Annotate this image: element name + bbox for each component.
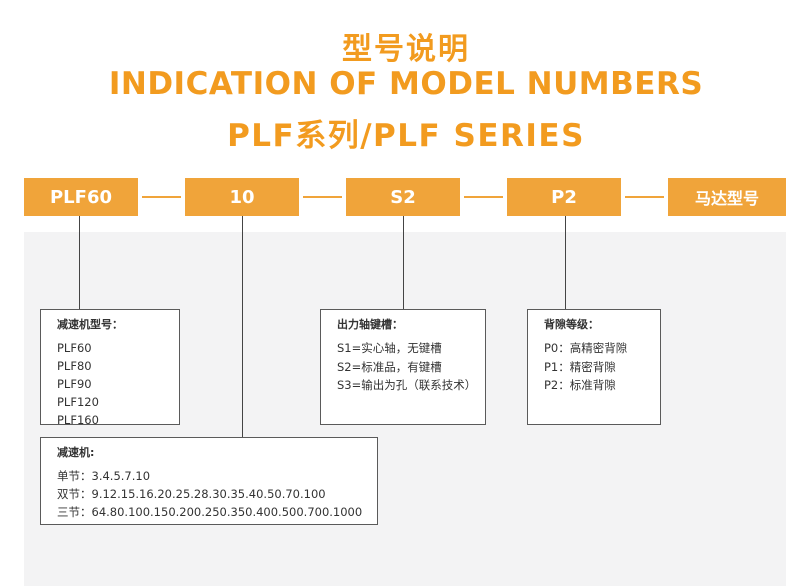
list-item: S3=输出为孔（联系技术） xyxy=(337,378,477,392)
leader-line-shaft xyxy=(403,216,404,309)
list-item: PLF120 xyxy=(57,395,99,409)
segment-motor: 马达型号 xyxy=(668,178,786,216)
list-item: P2：标准背隙 xyxy=(544,378,616,392)
segment-model: PLF60 xyxy=(24,178,138,216)
list-item: P1：精密背隙 xyxy=(544,359,616,374)
list-item: PLF80 xyxy=(57,359,92,373)
segment-ratio: 10 xyxy=(185,178,299,216)
card-reducer-model: 减速机型号： PLF60 PLF80 PLF90 PLF120 PLF160 xyxy=(40,309,180,427)
list-item: PLF160 xyxy=(57,413,99,427)
leader-line-backlash xyxy=(565,216,566,309)
list-item: S2=标准品，有键槽 xyxy=(337,359,442,374)
segment-shaft: S2 xyxy=(346,178,460,216)
list-item: 三节：64.80.100.150.200.250.350.400.500.700… xyxy=(57,505,363,519)
list-item: 双节：9.12.15.16.20.25.28.30.35.40.50.70.10… xyxy=(57,487,326,501)
card-title: 减速机: xyxy=(57,446,95,459)
title-chinese: 型号说明 xyxy=(342,32,470,67)
connector-line xyxy=(464,196,503,198)
card-title: 出力轴键槽： xyxy=(337,318,403,331)
list-item: S1=实心轴，无键槽 xyxy=(337,341,442,355)
title-english: INDICATION OF MODEL NUMBERS xyxy=(108,66,704,102)
connector-line xyxy=(625,196,664,198)
card-title: 背隙等级： xyxy=(544,318,599,331)
segment-backlash: P2 xyxy=(507,178,621,216)
list-item: 单节：3.4.5.7.10 xyxy=(57,469,151,483)
card-backlash: 背隙等级： P0：高精密背隙 P1：精密背隙 P2：标准背隙 xyxy=(527,309,661,425)
leader-line-model xyxy=(79,216,80,309)
connector-line xyxy=(142,196,181,198)
list-item: P0：高精密背隙 xyxy=(544,341,628,355)
leader-line-ratio xyxy=(242,216,243,437)
series-title: PLF系列/PLF SERIES xyxy=(227,118,585,154)
card-title: 减速机型号： xyxy=(57,318,123,331)
card-ratio: 减速机: 单节：3.4.5.7.10 双节：9.12.15.16.20.25.2… xyxy=(40,437,378,525)
list-item: PLF90 xyxy=(57,377,92,391)
list-item: PLF60 xyxy=(57,341,92,355)
connector-line xyxy=(303,196,342,198)
card-shaft-keyway: 出力轴键槽： S1=实心轴，无键槽 S2=标准品，有键槽 S3=输出为孔（联系技… xyxy=(320,309,486,425)
